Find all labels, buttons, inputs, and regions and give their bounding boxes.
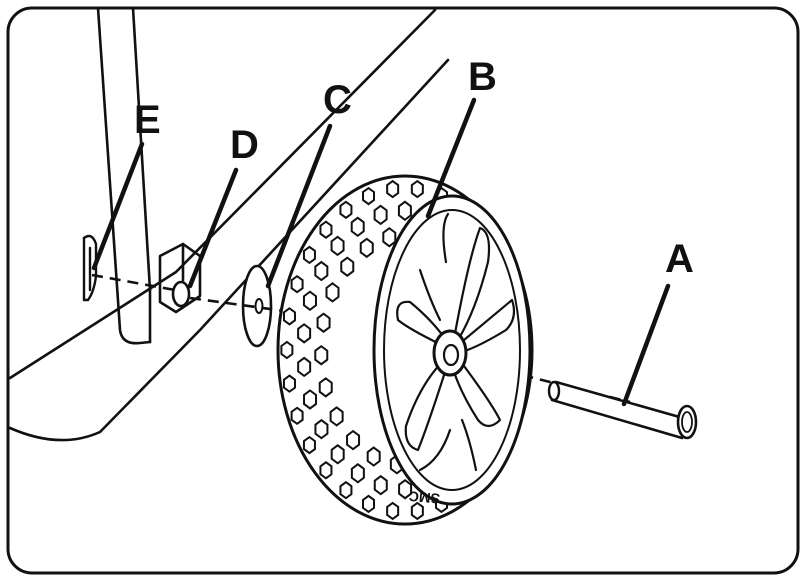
tread-block: [350, 463, 365, 484]
tread-block: [359, 237, 374, 259]
tread-block: [325, 282, 340, 303]
leader-line-c: [265, 123, 333, 289]
callout-label-c: C: [323, 78, 352, 122]
tread-block: [373, 204, 388, 226]
tread-block: [366, 446, 381, 467]
tread-block: [397, 200, 412, 222]
tread-block: [297, 356, 312, 378]
tread-block: [329, 406, 344, 427]
tread-block: [314, 344, 329, 366]
leader-line-d: [187, 167, 239, 289]
tread-block: [398, 478, 413, 500]
tread-block: [382, 226, 397, 248]
tread-block: [330, 235, 345, 257]
tread-block: [282, 374, 296, 393]
tire-brand-text: SMC: [408, 488, 440, 507]
tread-block: [316, 312, 331, 333]
tread-block: [302, 435, 316, 455]
tread-block: [280, 340, 294, 360]
leader-line-a: [621, 283, 671, 407]
tread-block: [318, 377, 333, 398]
tread-block: [314, 418, 329, 440]
callout-label-a: A: [665, 237, 694, 281]
leader-line-e: [91, 141, 145, 271]
tread-block: [350, 216, 365, 238]
tread-block: [297, 323, 312, 344]
axle-bracket-hole: [171, 280, 191, 308]
tread-block: [346, 429, 361, 451]
tread-block: [303, 389, 318, 410]
tread-block: [340, 256, 355, 277]
tread-block: [302, 245, 316, 265]
callout-label-d: D: [230, 123, 259, 167]
tread-block: [339, 480, 353, 500]
callout-label-b: B: [468, 55, 497, 99]
tread-block: [386, 501, 400, 521]
tread-block: [282, 307, 296, 326]
tread-block: [290, 406, 304, 426]
tread-block: [410, 501, 424, 521]
wheel: SMC: [276, 174, 534, 526]
tread-block: [386, 179, 400, 199]
callout-label-e: E: [134, 98, 161, 142]
tread-block: [410, 179, 424, 199]
tread-block: [302, 290, 317, 311]
tread-block: [330, 444, 345, 465]
tread-block: [319, 461, 333, 480]
tread-block: [362, 186, 376, 206]
tread-block: [314, 260, 329, 282]
tread-block: [290, 274, 304, 294]
tread-block: [362, 494, 376, 514]
tread-block: [373, 474, 388, 496]
leader-line-b: [425, 97, 477, 219]
washer: [241, 264, 273, 348]
axle-bolt: [547, 380, 698, 440]
tread-block: [339, 200, 353, 220]
assembly-axis-line: [91, 273, 176, 292]
tread-block: [319, 220, 333, 239]
